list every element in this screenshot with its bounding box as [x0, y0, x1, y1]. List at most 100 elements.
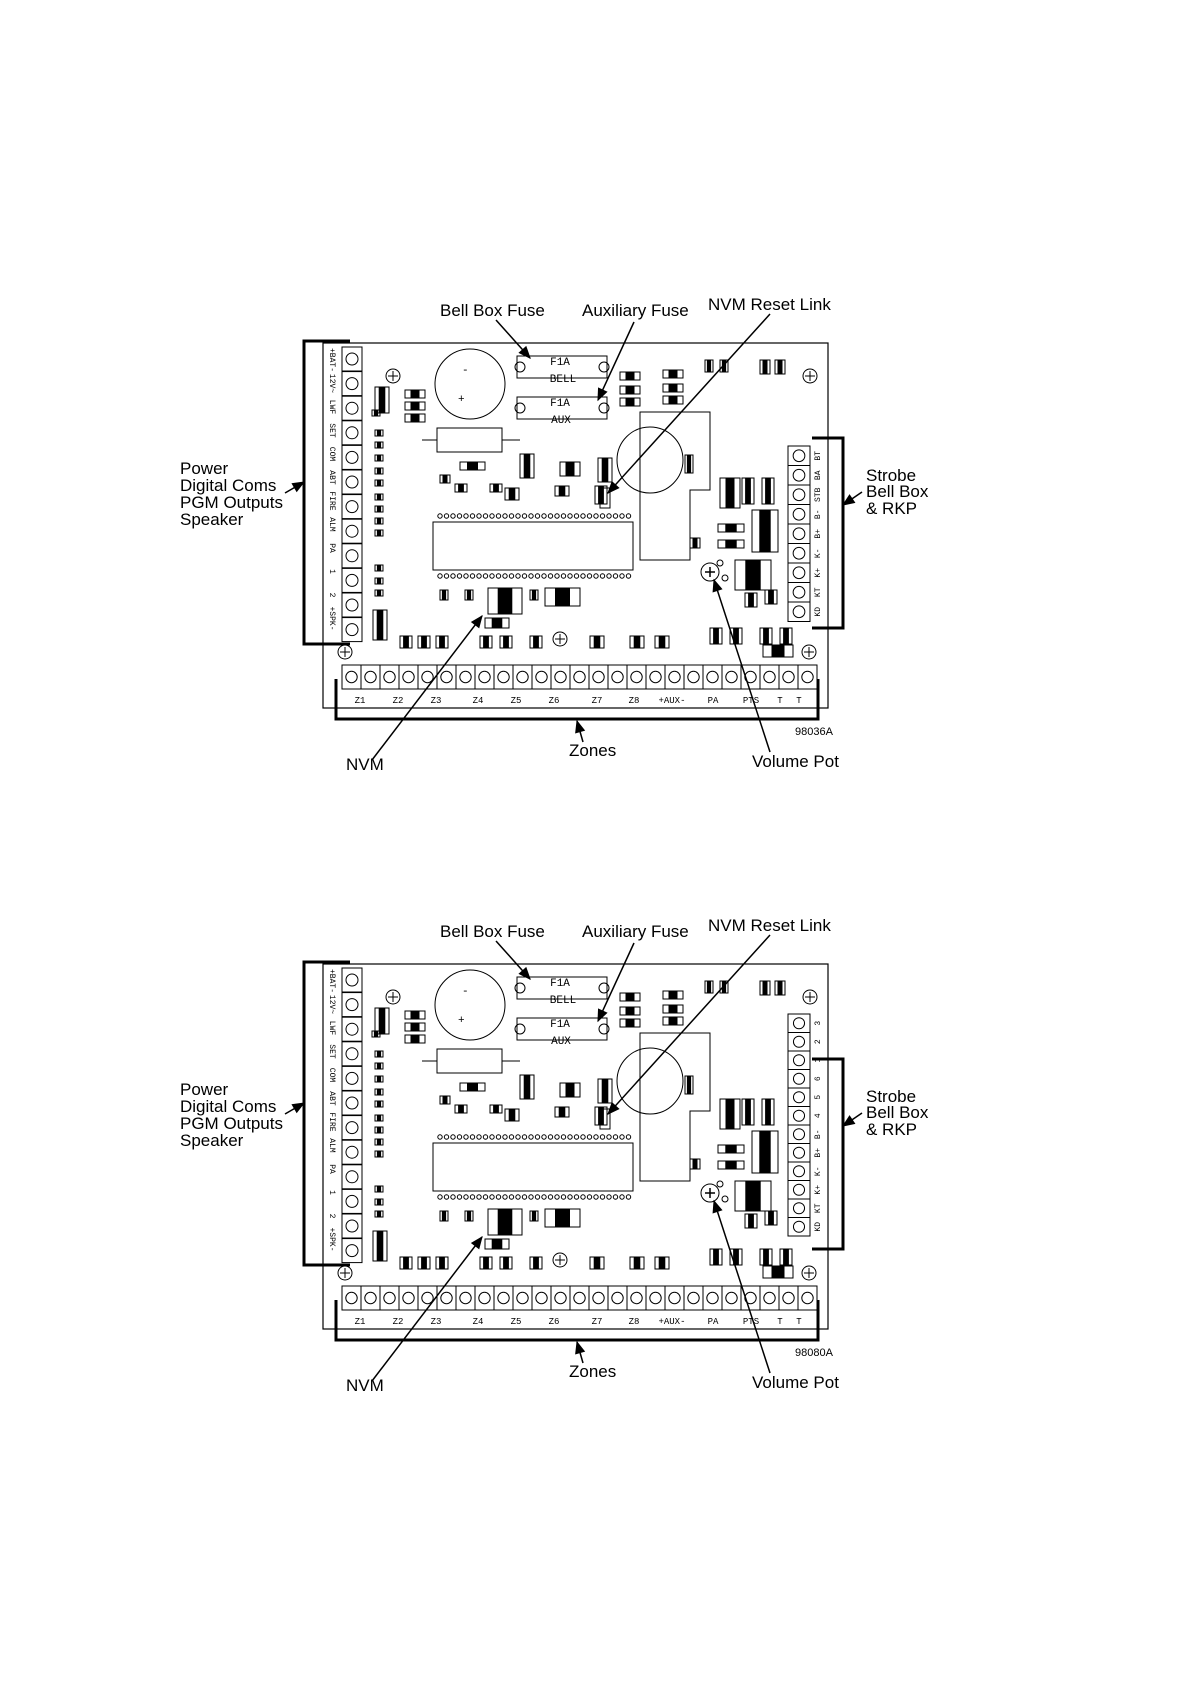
screw-head	[792, 566, 806, 580]
screw-head	[345, 475, 359, 489]
screw-terminal	[474, 1285, 495, 1311]
screw-terminal	[607, 1285, 628, 1311]
screw-head	[649, 1291, 662, 1305]
left-terminal-label: 1	[327, 569, 336, 574]
screw-terminal	[787, 1180, 811, 1200]
speaker-label: Speaker	[180, 510, 244, 529]
left-terminal-label: 2	[327, 593, 336, 598]
zone-terminal-label: +AUX-	[658, 1317, 685, 1327]
pgm-outputs-label: PGM Outputs	[180, 1114, 283, 1133]
zone-terminal-label: Z5	[511, 1317, 522, 1327]
fuse-rating-label: F1A	[550, 1019, 570, 1031]
right-terminal-label: 4	[814, 1113, 823, 1118]
arrow-nvm-reset	[607, 313, 771, 494]
right-terminal-label: K-	[814, 1166, 823, 1176]
screw-terminal	[341, 494, 363, 520]
zone-terminal-label: T	[777, 696, 783, 706]
mounting-hole	[801, 1265, 817, 1281]
right-terminal-label: BA	[814, 470, 823, 480]
screw-terminal	[645, 664, 666, 690]
screw-head	[345, 1121, 359, 1135]
left-terminal-label: ABT	[327, 470, 336, 485]
screw-head	[516, 1291, 529, 1305]
screw-terminal	[455, 664, 476, 690]
svg-text:+: +	[458, 394, 465, 406]
resistor-block	[436, 1048, 503, 1074]
mounting-hole	[552, 631, 568, 647]
screw-terminal	[740, 1285, 761, 1311]
right-terminal-label: KD	[814, 607, 823, 617]
right-bracket	[812, 436, 845, 630]
screw-head	[345, 377, 359, 391]
screw-terminal	[787, 484, 811, 505]
zone-terminal-label: Z8	[629, 696, 640, 706]
fuse-rating-label: F1A	[550, 978, 570, 990]
screw-terminal	[626, 664, 647, 690]
arrow-aux-fuse	[597, 942, 635, 1023]
volume-pot	[700, 1183, 720, 1203]
screw-head	[687, 670, 700, 684]
zone-terminal-label: Z7	[592, 696, 603, 706]
arrow-bell-fuse	[495, 319, 531, 359]
screw-terminal	[341, 1139, 363, 1165]
screw-head	[792, 507, 806, 521]
screw-terminal	[531, 1285, 552, 1311]
screw-head	[345, 598, 359, 612]
pgm-outputs-label: PGM Outputs	[180, 493, 283, 512]
arrow-aux-fuse	[597, 321, 635, 402]
arrow-volume-pot	[712, 578, 771, 753]
screw-terminal	[417, 664, 438, 690]
screw-terminal	[787, 1124, 811, 1144]
screw-head	[725, 1291, 738, 1305]
nvm-reset-link	[599, 487, 611, 509]
screw-head	[792, 1054, 806, 1067]
screw-terminal	[512, 1285, 533, 1311]
screw-terminal	[341, 469, 363, 495]
screw-head	[345, 973, 359, 987]
left-terminal-label: SET	[327, 1044, 336, 1059]
screw-terminal	[379, 664, 400, 690]
screw-terminal	[531, 664, 552, 690]
screw-head	[345, 1219, 359, 1233]
microcontroller-ic	[432, 521, 634, 571]
screw-terminal	[341, 992, 363, 1018]
screw-head	[554, 1291, 567, 1305]
zone-terminal-label: Z6	[549, 696, 560, 706]
screw-head	[792, 1072, 806, 1085]
screw-terminal	[721, 1285, 742, 1311]
screw-head	[440, 670, 453, 684]
left-terminal-label: 12V~	[327, 374, 336, 393]
pcb-board	[322, 963, 829, 1330]
capacitor-large	[434, 969, 506, 1041]
zone-terminal-label: Z4	[473, 1317, 484, 1327]
left-terminal-label: SET	[327, 423, 336, 438]
fuse-aux-label: AUX	[551, 1036, 571, 1048]
screw-head	[345, 352, 359, 366]
screw-head	[345, 1291, 358, 1305]
screw-terminal	[493, 1285, 514, 1311]
screw-terminal	[341, 1065, 363, 1091]
auxiliary-fuse-label: Auxiliary Fuse	[582, 922, 689, 941]
screw-terminal	[588, 1285, 609, 1311]
screw-terminal	[759, 1285, 780, 1311]
bell-box-label: Bell Box	[866, 1103, 929, 1122]
strobe-label: Strobe	[866, 466, 916, 485]
right-terminal-label: KD	[814, 1222, 823, 1232]
screw-terminal	[341, 592, 363, 618]
zone-terminal-label: Z6	[549, 1317, 560, 1327]
screw-terminal	[787, 1087, 811, 1107]
screw-head	[345, 1194, 359, 1208]
arrow-nvm	[371, 614, 483, 761]
arrow-strobe	[841, 1112, 863, 1127]
zone-terminal-label: Z1	[355, 1317, 366, 1327]
screw-head	[687, 1291, 700, 1305]
zone-terminal-label: Z5	[511, 696, 522, 706]
screw-head	[792, 1220, 806, 1233]
screw-terminal	[379, 1285, 400, 1311]
left-bracket	[302, 339, 350, 646]
right-terminal-label: B+	[814, 1148, 823, 1158]
screw-terminal	[341, 1213, 363, 1239]
bell-box-label: Bell Box	[866, 482, 929, 501]
zone-terminal-label: Z3	[431, 1317, 442, 1327]
mounting-hole	[552, 1252, 568, 1268]
